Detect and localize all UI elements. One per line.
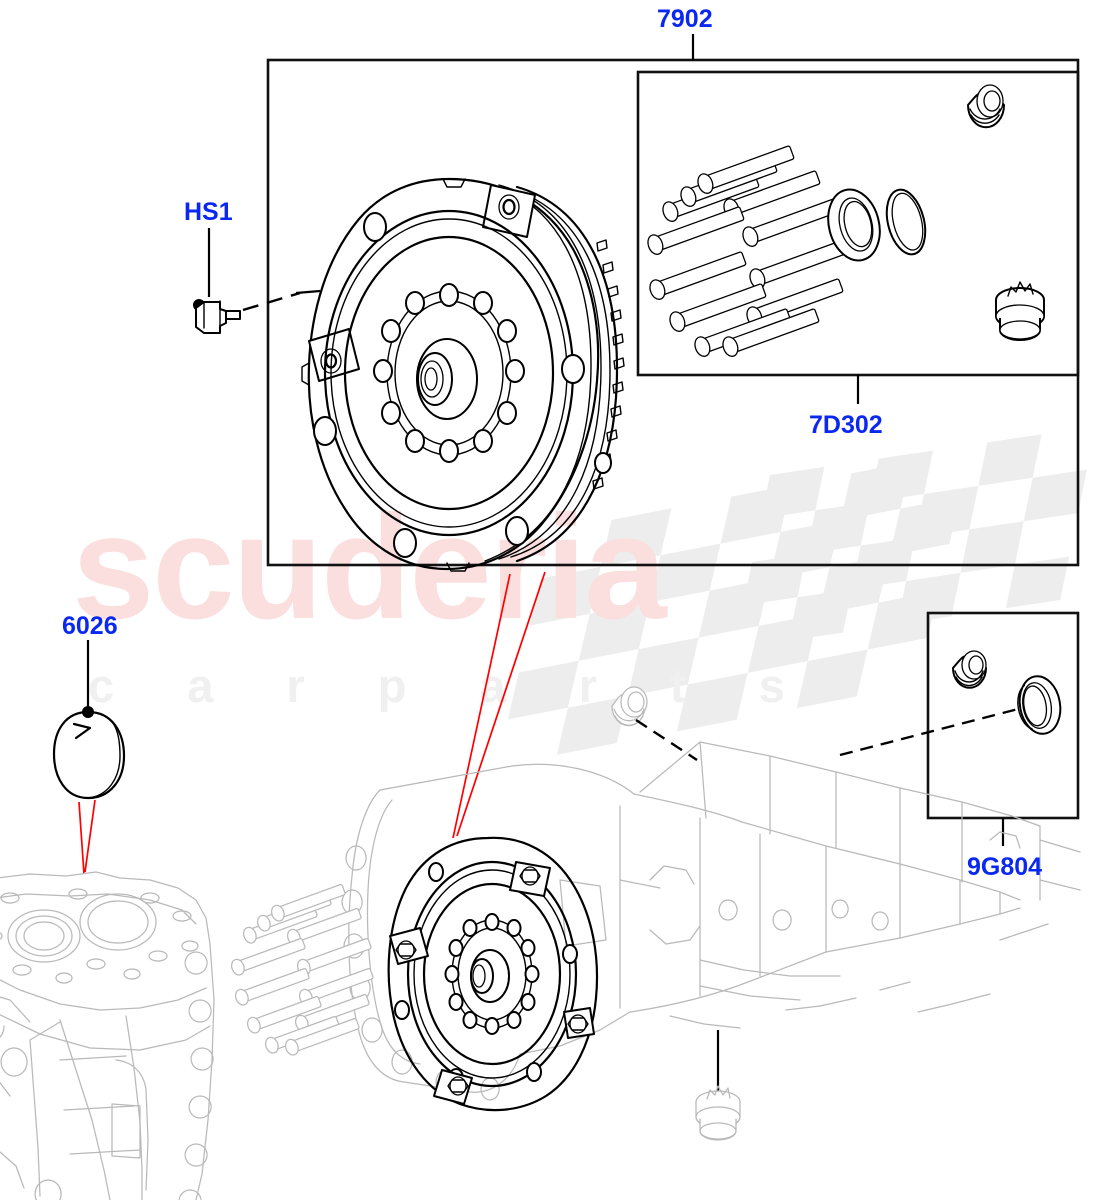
fixing-kit-o-ring: [885, 188, 927, 256]
cover-plate-red-leader-b: [84, 799, 96, 873]
engine-block: [0, 871, 215, 1200]
front-oil-seal-9g804: [1017, 675, 1062, 735]
transmission-plug-top: [611, 686, 648, 727]
engine-cover-plate-6026: [52, 706, 126, 800]
transmission-plug-bottom: [695, 1085, 741, 1141]
transmission-mounted-converter: [387, 836, 599, 1112]
callout-label-9g804[interactable]: 9G804: [967, 853, 1043, 881]
converter-red-leader-b: [456, 571, 546, 837]
main-group-box-7902: [266, 58, 1080, 567]
callout-label-7902[interactable]: 7902: [657, 5, 713, 33]
watermark-brand-text: scuderia: [72, 485, 667, 650]
seal-box-9g804: [926, 611, 1080, 820]
hs1-dashed-leader: [242, 291, 301, 312]
ghost-bolt-set: [230, 883, 374, 1056]
fixing-kit-sealing-washer: [827, 188, 881, 262]
callout-label-hs1[interactable]: HS1: [184, 198, 233, 226]
fixing-kit-plug-lower: [995, 281, 1045, 341]
transmission-plug-top-leader: [635, 718, 698, 762]
converter-bolt-hs1: [193, 299, 241, 334]
callout-label-6026[interactable]: 6026: [62, 612, 118, 640]
kit-box-7d302: [636, 70, 1080, 377]
converter-red-leader-a: [452, 573, 511, 839]
hs1-pin-line: [295, 289, 321, 295]
oil-seal-dashed-leader: [839, 706, 1023, 757]
oil-seal-kit-plug: [952, 650, 987, 689]
fixing-kit-plug-upper: [967, 84, 1005, 129]
watermark-subtitle-text: c a r p a r t s: [88, 659, 815, 712]
callout-label-7d302[interactable]: 7D302: [809, 411, 883, 439]
fixing-kit-bolt-set: [647, 145, 847, 357]
cover-plate-red-leader-a: [78, 801, 85, 875]
transmission-assembly: [341, 741, 1081, 1101]
torque-converter-assembly: [301, 177, 625, 572]
